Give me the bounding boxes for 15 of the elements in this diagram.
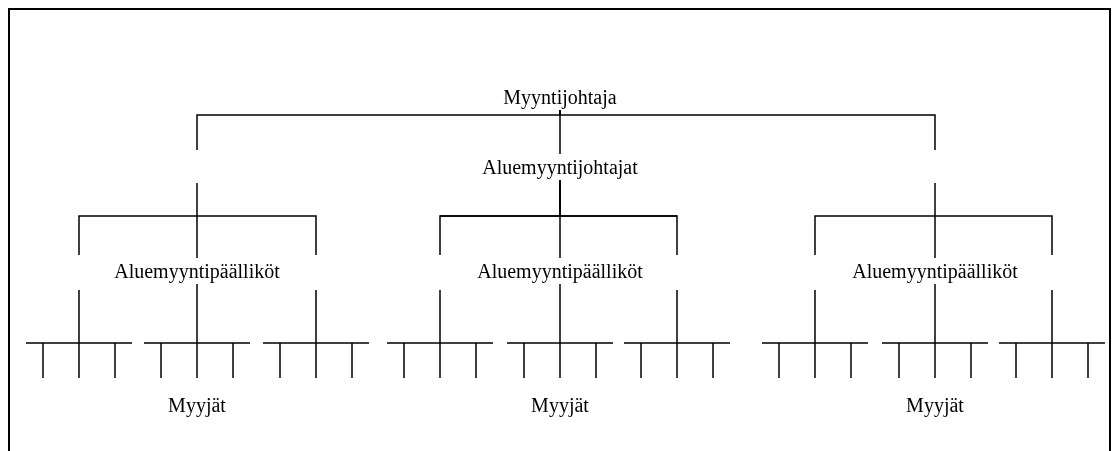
connector-line xyxy=(934,182,936,259)
connector-line xyxy=(196,283,198,379)
position-title: Myyntijohtaja xyxy=(503,86,617,108)
connector-line xyxy=(559,109,936,151)
connector-line xyxy=(559,179,678,256)
position-title: Aluemyyntipäälliköt xyxy=(852,260,1018,282)
group-label: Myyjät xyxy=(168,394,226,416)
connector-line xyxy=(934,283,936,379)
group-label: Myyjät xyxy=(531,394,589,416)
position-title: Aluemyyntijohtajat xyxy=(482,156,638,178)
position-title: Aluemyyntipäälliköt xyxy=(114,260,280,282)
connector-line xyxy=(559,283,561,379)
group-label: Myyjät xyxy=(906,394,964,416)
connector-line xyxy=(196,182,198,259)
position-title: Aluemyyntipäälliköt xyxy=(477,260,643,282)
